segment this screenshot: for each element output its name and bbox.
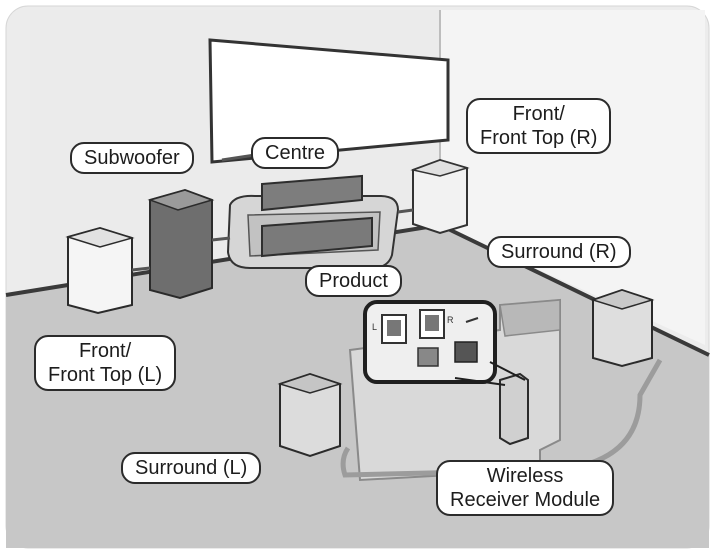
label-front-left: Front/ Front Top (L) (34, 335, 177, 391)
inset-port-letter-r: R (447, 315, 454, 325)
subwoofer-cable (211, 236, 231, 242)
tv-cable (221, 153, 256, 162)
inset-port-letter-l: L (372, 322, 377, 332)
floor-edge-right (439, 223, 710, 357)
label-surround-right: Surround (R) (487, 236, 631, 268)
label-centre: Centre (251, 137, 340, 169)
tv-screen (208, 38, 450, 164)
label-product: Product (305, 265, 402, 297)
centre-speaker (261, 174, 363, 212)
label-front-right: Front/ Front Top (R) (466, 98, 612, 154)
label-wireless-receiver: Wireless Receiver Module (436, 460, 615, 516)
wireless-receiver-module (499, 372, 529, 446)
label-subwoofer: Subwoofer (70, 142, 194, 174)
front-right-cable (397, 208, 414, 214)
front-left-cable (131, 266, 151, 272)
right-plug (454, 341, 478, 363)
label-surround-left: Surround (L) (121, 452, 262, 484)
side-wall (440, 10, 705, 345)
left-plug (417, 347, 439, 367)
product-main-unit (261, 216, 373, 258)
